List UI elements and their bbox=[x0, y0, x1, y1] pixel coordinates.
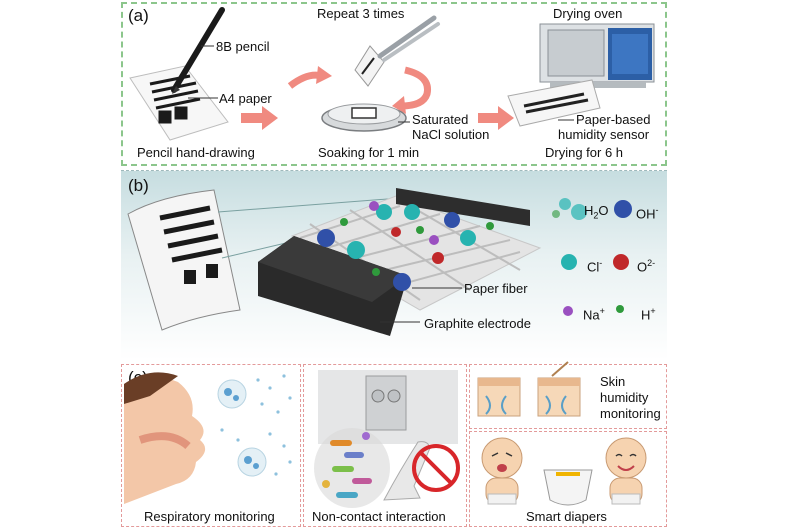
skin-caption-line1: Skin bbox=[600, 374, 626, 389]
legend-o2-label: O2- bbox=[637, 258, 656, 275]
legend-h-label: H+ bbox=[641, 306, 656, 323]
panel-a bbox=[121, 2, 667, 166]
step2-caption: Soaking for 1 min bbox=[318, 145, 420, 160]
panel-b-label: (b) bbox=[128, 176, 149, 195]
panel-c-label: (c) bbox=[128, 368, 148, 387]
step3-caption: Drying for 6 h bbox=[545, 145, 624, 160]
paper-label: A4 paper bbox=[219, 91, 272, 106]
panel-c-noncontact bbox=[303, 364, 467, 527]
graphite-electrode-label: Graphite electrode bbox=[424, 316, 531, 331]
legend-h2o-label: H2O bbox=[584, 203, 609, 221]
pencil-label: 8B pencil bbox=[216, 39, 270, 54]
legend-na-label: Na+ bbox=[583, 306, 605, 323]
nacl-label-line1: Saturated bbox=[412, 112, 469, 127]
legend-oh-label: OH- bbox=[636, 205, 659, 222]
step1-caption: Pencil hand-drawing bbox=[137, 145, 255, 160]
noncontact-caption: Non-contact interaction bbox=[312, 509, 446, 524]
skin-caption-line3: monitoring bbox=[600, 406, 661, 421]
panel-b bbox=[121, 170, 667, 360]
sensor-label-line2: humidity sensor bbox=[558, 127, 650, 142]
respiratory-caption: Respiratory monitoring bbox=[144, 509, 275, 524]
paper-fiber-label: Paper fiber bbox=[464, 281, 528, 296]
drying-oven-text: Drying oven bbox=[553, 6, 623, 21]
panel-a-label: (a) bbox=[128, 6, 149, 25]
panel-c-respiratory bbox=[121, 364, 301, 527]
diapers-caption: Smart diapers bbox=[526, 509, 607, 524]
nacl-label-line2: NaCl solution bbox=[412, 127, 490, 142]
legend-cl-label: Cl- bbox=[587, 258, 603, 275]
repeat-text: Repeat 3 times bbox=[317, 6, 405, 21]
sensor-label-line1: Paper-based bbox=[576, 112, 651, 127]
skin-caption-line2: humidity bbox=[600, 390, 649, 405]
